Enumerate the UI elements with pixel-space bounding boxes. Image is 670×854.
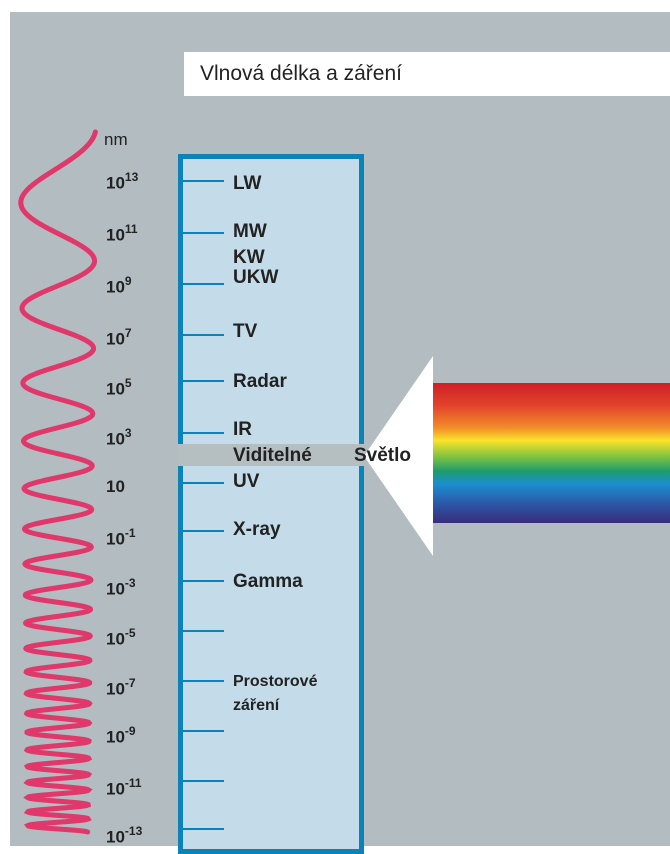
scale-tick xyxy=(183,580,224,582)
band-kw: KW xyxy=(233,247,265,268)
band-cosmic-line2: záření xyxy=(233,697,280,714)
scale-label: 10-9 xyxy=(106,724,136,747)
scale-tick xyxy=(183,432,224,434)
band-gamma: Gamma xyxy=(233,571,303,592)
band-visible: Viditelné xyxy=(233,445,312,466)
scale-label: 10-13 xyxy=(106,824,143,847)
visible-light-band xyxy=(178,444,364,466)
scale-label: 1011 xyxy=(106,222,138,245)
title-box: Vlnová délka a záření xyxy=(184,52,670,96)
scale-label: 10 xyxy=(106,477,125,496)
scale-tick xyxy=(183,180,224,182)
scale-tick xyxy=(183,482,224,484)
scale-label: 109 xyxy=(106,274,132,297)
band-lw: LW xyxy=(233,173,262,194)
scale-tick xyxy=(183,680,224,682)
scale-tick xyxy=(183,380,224,382)
band-xray: X-ray xyxy=(233,519,281,540)
light-label: Světlo xyxy=(354,445,412,466)
arrow-head xyxy=(364,356,433,556)
scale-label: 10-11 xyxy=(106,776,142,799)
band-ukw: UKW xyxy=(233,267,279,288)
scale-label: 10-1 xyxy=(106,526,136,549)
scale-tick xyxy=(183,780,224,782)
scale-label: 103 xyxy=(106,426,132,449)
band-uv: UV xyxy=(233,471,260,492)
band-mw: MW xyxy=(233,221,267,242)
scale-tick xyxy=(183,630,224,632)
scale-tick xyxy=(183,283,224,285)
spectrum-scale xyxy=(178,154,364,854)
scale-tick xyxy=(183,828,224,830)
scale-label: 107 xyxy=(106,326,132,349)
scale-label: 10-7 xyxy=(106,676,136,699)
wave-curve xyxy=(18,129,98,835)
unit-label: nm xyxy=(104,130,128,149)
scale-tick xyxy=(183,232,224,234)
visible-spectrum-gradient xyxy=(433,383,670,523)
scale-tick xyxy=(183,334,224,336)
scale-tick xyxy=(183,530,224,532)
scale-label: 10-5 xyxy=(106,626,136,649)
band-ir: IR xyxy=(233,419,252,440)
scale-label: 10-3 xyxy=(106,576,136,599)
band-radar: Radar xyxy=(233,371,287,392)
band-cosmic-line1: Prostorové xyxy=(233,673,318,690)
diagram-title: Vlnová délka a záření xyxy=(200,62,402,85)
scale-label: 1013 xyxy=(106,170,139,193)
band-tv: TV xyxy=(233,321,258,342)
scale-tick xyxy=(183,730,224,732)
scale-label: 105 xyxy=(106,376,132,399)
